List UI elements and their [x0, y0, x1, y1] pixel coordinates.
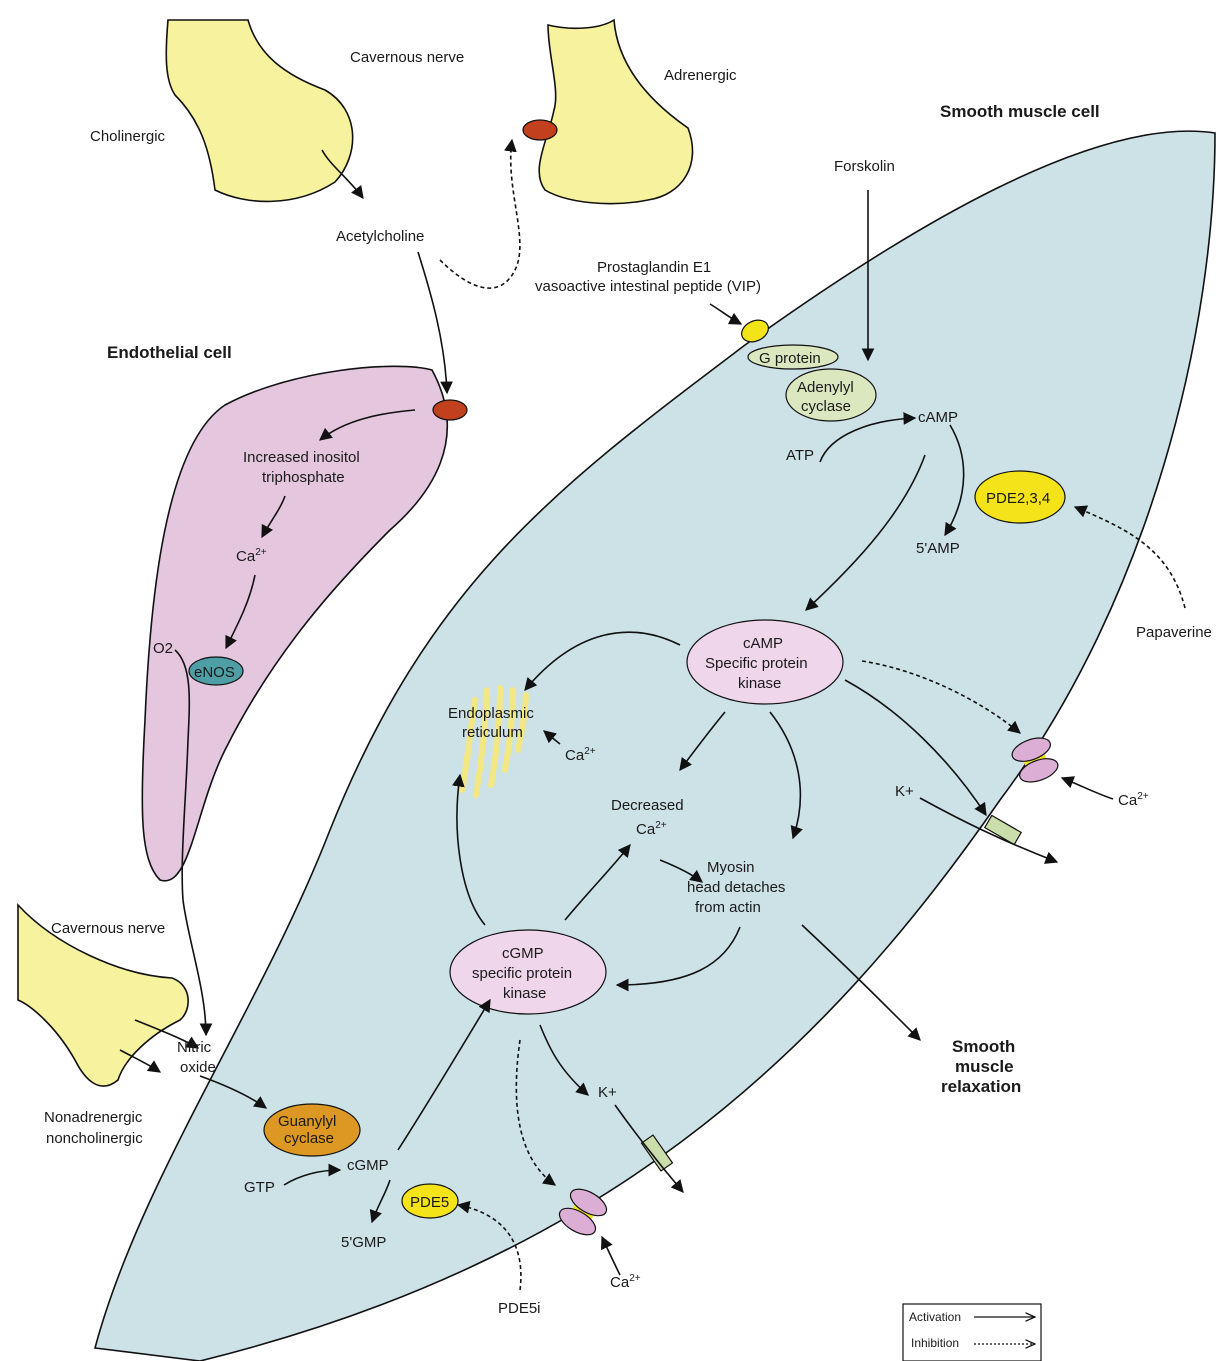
label-ca-er: Ca2+: [565, 746, 596, 764]
label-g-protein: G protein: [759, 350, 821, 367]
label-cyclase-gc: cyclase: [284, 1130, 334, 1147]
label-pde5i: PDE5i: [498, 1300, 541, 1317]
label-nitric: Nitric: [177, 1039, 212, 1056]
guanylyl-cyclase-oval: [263, 1103, 361, 1157]
calcium-channel-lower: [558, 1188, 608, 1236]
label-triphosphate: triphosphate: [262, 469, 345, 486]
legend-activation-label: Activation: [909, 1310, 961, 1324]
label-adenylyl: Adenylyl: [797, 379, 854, 396]
label-papaverine: Papaverine: [1136, 624, 1212, 641]
potassium-channel-lower: [640, 1134, 674, 1172]
adrenergic-receptor: [522, 119, 558, 141]
label-increased-inositol: Increased inositol: [243, 449, 360, 466]
label-cavernous-nerve-top: Cavernous nerve: [350, 49, 464, 66]
adenylyl-cyclase-oval: [785, 368, 877, 422]
label-gtp: GTP: [244, 1179, 275, 1196]
label-ca-endothelial: Ca2+: [236, 547, 267, 565]
label-k-lower: K+: [598, 1084, 617, 1101]
enos-oval: [188, 656, 244, 686]
label-ca-decreased: Ca2+: [636, 820, 667, 838]
label-myosin-line3: from actin: [695, 899, 761, 916]
camp-pka-oval: [686, 619, 844, 705]
label-myosin-line1: Myosin: [707, 859, 755, 876]
label-nonadrenergic: Nonadrenergic: [44, 1109, 143, 1126]
nonadrenergic-nerve-terminal: [17, 902, 189, 1087]
g-protein-oval: [747, 344, 839, 370]
label-pkg-line3: kinase: [503, 985, 546, 1002]
label-noncholinergic: noncholinergic: [46, 1130, 143, 1147]
label-ca-lower-channel: Ca2+: [610, 1273, 641, 1291]
label-relaxation: relaxation: [941, 1077, 1021, 1096]
label-smooth: Smooth: [952, 1037, 1015, 1056]
label-cyclase-ac: cyclase: [801, 398, 851, 415]
label-guanylyl: Guanylyl: [278, 1113, 336, 1130]
cholinergic-nerve-terminal: [165, 19, 354, 203]
label-adrenergic: Adrenergic: [664, 67, 737, 84]
label-er-line2: reticulum: [462, 724, 523, 741]
label-ca-upper-channel: Ca2+: [1118, 791, 1149, 809]
calcium-channel-upper: [1011, 737, 1059, 783]
legend-box: [902, 1303, 1042, 1361]
label-pkg-line1: cGMP: [502, 945, 544, 962]
label-k-upper: K+: [895, 783, 914, 800]
label-cgmp: cGMP: [347, 1157, 389, 1174]
label-smooth-muscle-cell: Smooth muscle cell: [940, 102, 1100, 121]
pge1-receptor: [741, 319, 769, 343]
label-vip: vasoactive intestinal peptide (VIP): [535, 278, 761, 295]
potassium-channel-upper: [983, 814, 1023, 846]
label-decreased: Decreased: [611, 797, 684, 814]
label-camp: cAMP: [918, 409, 958, 426]
label-enos: eNOS: [194, 664, 235, 681]
label-cholinergic: Cholinergic: [90, 128, 166, 145]
endothelial-cell: [141, 365, 449, 882]
label-er-line1: Endoplasmic: [448, 705, 534, 722]
label-forskolin: Forskolin: [834, 158, 895, 175]
label-oxide: oxide: [180, 1059, 216, 1076]
label-acetylcholine: Acetylcholine: [336, 228, 424, 245]
label-5gmp: 5'GMP: [341, 1234, 386, 1251]
label-pde234: PDE2,3,4: [986, 490, 1050, 507]
label-cavernous-nerve-bottom: Cavernous nerve: [51, 920, 165, 937]
label-pde5: PDE5: [410, 1194, 449, 1211]
inhibition-arrows: [439, 138, 1186, 1291]
pde234-oval: [974, 470, 1066, 524]
label-pkg-line2: specific protein: [472, 965, 572, 982]
adrenergic-nerve-terminal: [538, 18, 694, 205]
label-muscle: muscle: [955, 1057, 1014, 1076]
legend-inhibition-label: Inhibition: [911, 1336, 959, 1350]
label-pka-line2: Specific protein: [705, 655, 808, 672]
label-atp: ATP: [786, 447, 814, 464]
label-pka-line3: kinase: [738, 675, 781, 692]
label-myosin-line2: head detaches: [687, 879, 785, 896]
label-pka-line1: cAMP: [743, 635, 783, 652]
legend: Activation Inhibition: [902, 1303, 1042, 1361]
label-o2: O2: [153, 640, 173, 657]
cgmp-pkg-oval: [449, 929, 607, 1015]
label-endothelial-cell: Endothelial cell: [107, 343, 232, 362]
endothelial-receptor: [432, 399, 468, 421]
endoplasmic-reticulum-shape: [459, 685, 529, 798]
label-5amp: 5'AMP: [916, 540, 960, 557]
label-pge1: Prostaglandin E1: [597, 259, 711, 276]
activation-arrows: [119, 149, 1114, 1276]
